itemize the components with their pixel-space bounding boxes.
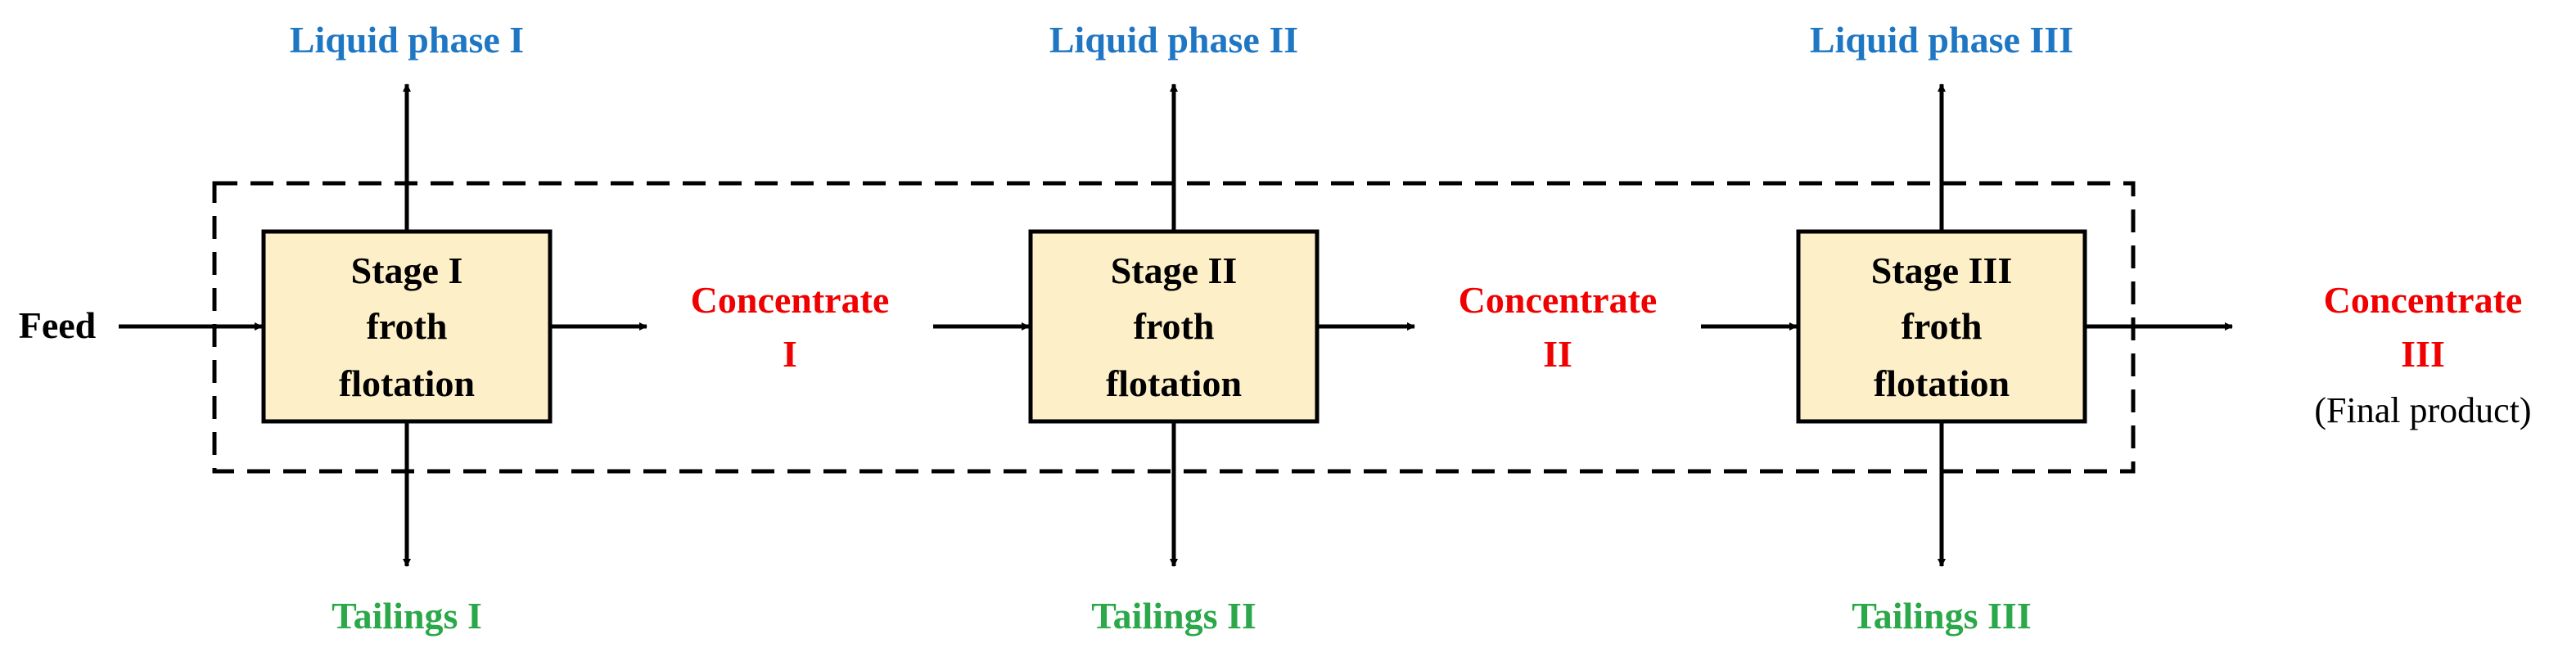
concentrate-1-label: Concentrate (691, 279, 890, 321)
stage-1-title: Stage I (351, 250, 463, 291)
stage-2-title: Stage II (1111, 250, 1238, 291)
tailings-3-label: Tailings III (1852, 595, 2032, 637)
concentrate-2-label: Concentrate (1459, 279, 1658, 321)
feed-label: Feed (19, 304, 97, 346)
stage-2: Stage II froth flotation (1028, 229, 1320, 424)
concentrate-3-numeral: III (2401, 333, 2445, 375)
stage-2-box (1028, 229, 1320, 424)
liquid-phase-2-label: Liquid phase II (1049, 19, 1298, 61)
tailings-1-label: Tailings I (332, 595, 482, 637)
stage-2-line2: froth (1134, 305, 1215, 347)
stage-3: Stage III froth flotation (1796, 229, 2087, 424)
stage-1: Stage I froth flotation (261, 229, 553, 424)
final-product-note: (Final product) (2314, 390, 2531, 430)
stage-1-line3: flotation (339, 362, 475, 404)
concentrate-3-label: Concentrate (2324, 279, 2523, 321)
stage-3-line3: flotation (1874, 362, 2010, 404)
tailings-2-label: Tailings II (1091, 595, 1256, 637)
liquid-phase-3-label: Liquid phase III (1810, 19, 2073, 61)
stage-3-title: Stage III (1871, 250, 2013, 291)
stage-1-line2: froth (367, 305, 448, 347)
concentrate-1-numeral: I (783, 333, 797, 375)
liquid-phase-1-label: Liquid phase I (290, 19, 524, 61)
stage-2-line3: flotation (1106, 362, 1242, 404)
stage-3-line2: froth (1902, 305, 1983, 347)
concentrate-2-numeral: II (1543, 333, 1572, 375)
